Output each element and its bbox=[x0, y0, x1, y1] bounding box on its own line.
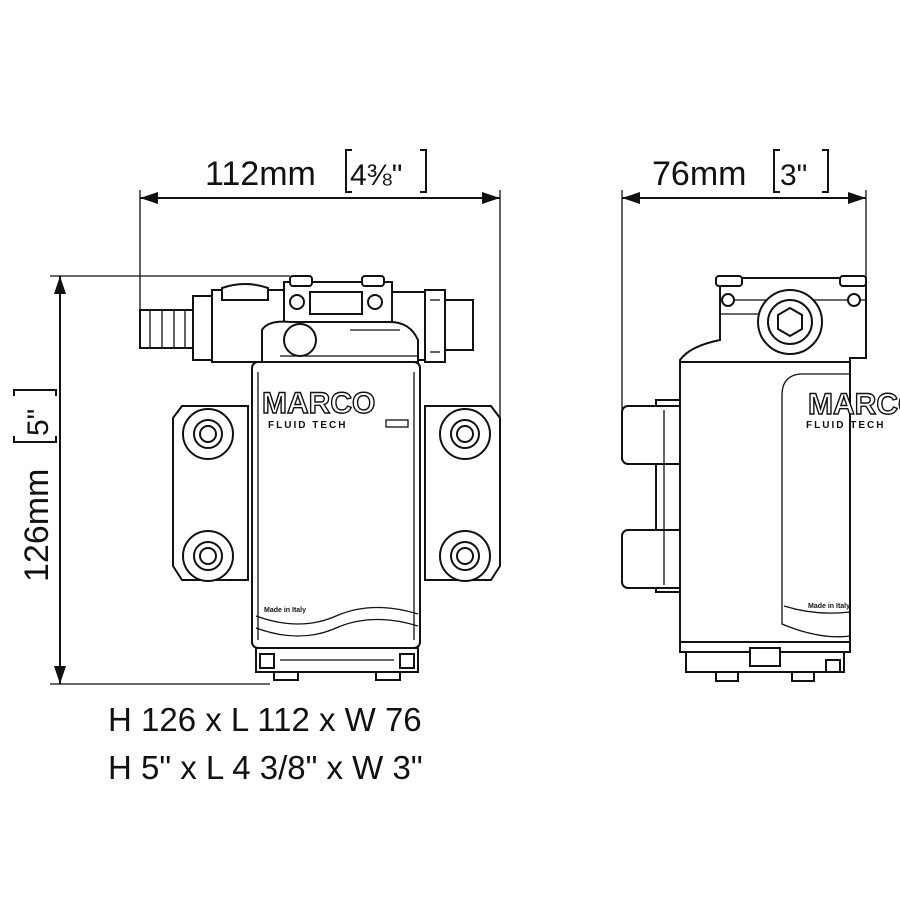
width-imperial-label: 3" bbox=[780, 159, 807, 192]
length-dimension: 112mm 4⅜" bbox=[139, 149, 501, 420]
mounting-bracket-left bbox=[172, 405, 249, 582]
summary-metric: H 126 x L 112 x W 76 bbox=[108, 701, 422, 738]
made-in-label: Made in Italy bbox=[264, 607, 306, 614]
pump-base bbox=[255, 647, 419, 681]
summary-imperial: H 5" x L 4 3/8" x W 3" bbox=[108, 749, 423, 786]
side-pump-base bbox=[679, 641, 851, 682]
brand-logo: MARCO bbox=[262, 387, 375, 420]
mounting-bracket-right bbox=[424, 405, 501, 582]
side-view: MARCO FLUID TECH Made in Italy bbox=[621, 275, 900, 682]
front-view: MARCO FLUID TECH Made in Italy bbox=[139, 275, 501, 681]
length-imperial-label: 4⅜" bbox=[350, 159, 402, 192]
pump-head bbox=[261, 275, 419, 363]
dimension-summary: H 126 x L 112 x W 76 H 5" x L 4 3/8" x W… bbox=[108, 696, 423, 792]
motor-body: MARCO FLUID TECH Made in Italy bbox=[251, 361, 421, 649]
height-label: 126mm bbox=[18, 469, 56, 582]
height-dimension: 126mm 5" bbox=[13, 275, 290, 685]
brand-sub: FLUID TECH bbox=[268, 420, 347, 431]
width-label: 76mm bbox=[652, 155, 746, 193]
side-made-in-label: Made in Italy bbox=[808, 603, 850, 610]
side-brand-logo: MARCO bbox=[808, 388, 900, 421]
length-label: 112mm bbox=[205, 155, 316, 193]
height-imperial-label: 5" bbox=[22, 409, 55, 436]
side-pump-head bbox=[679, 275, 867, 363]
side-motor-body: MARCO FLUID TECH Made in Italy bbox=[679, 361, 900, 643]
side-brand-sub: FLUID TECH bbox=[806, 420, 885, 431]
